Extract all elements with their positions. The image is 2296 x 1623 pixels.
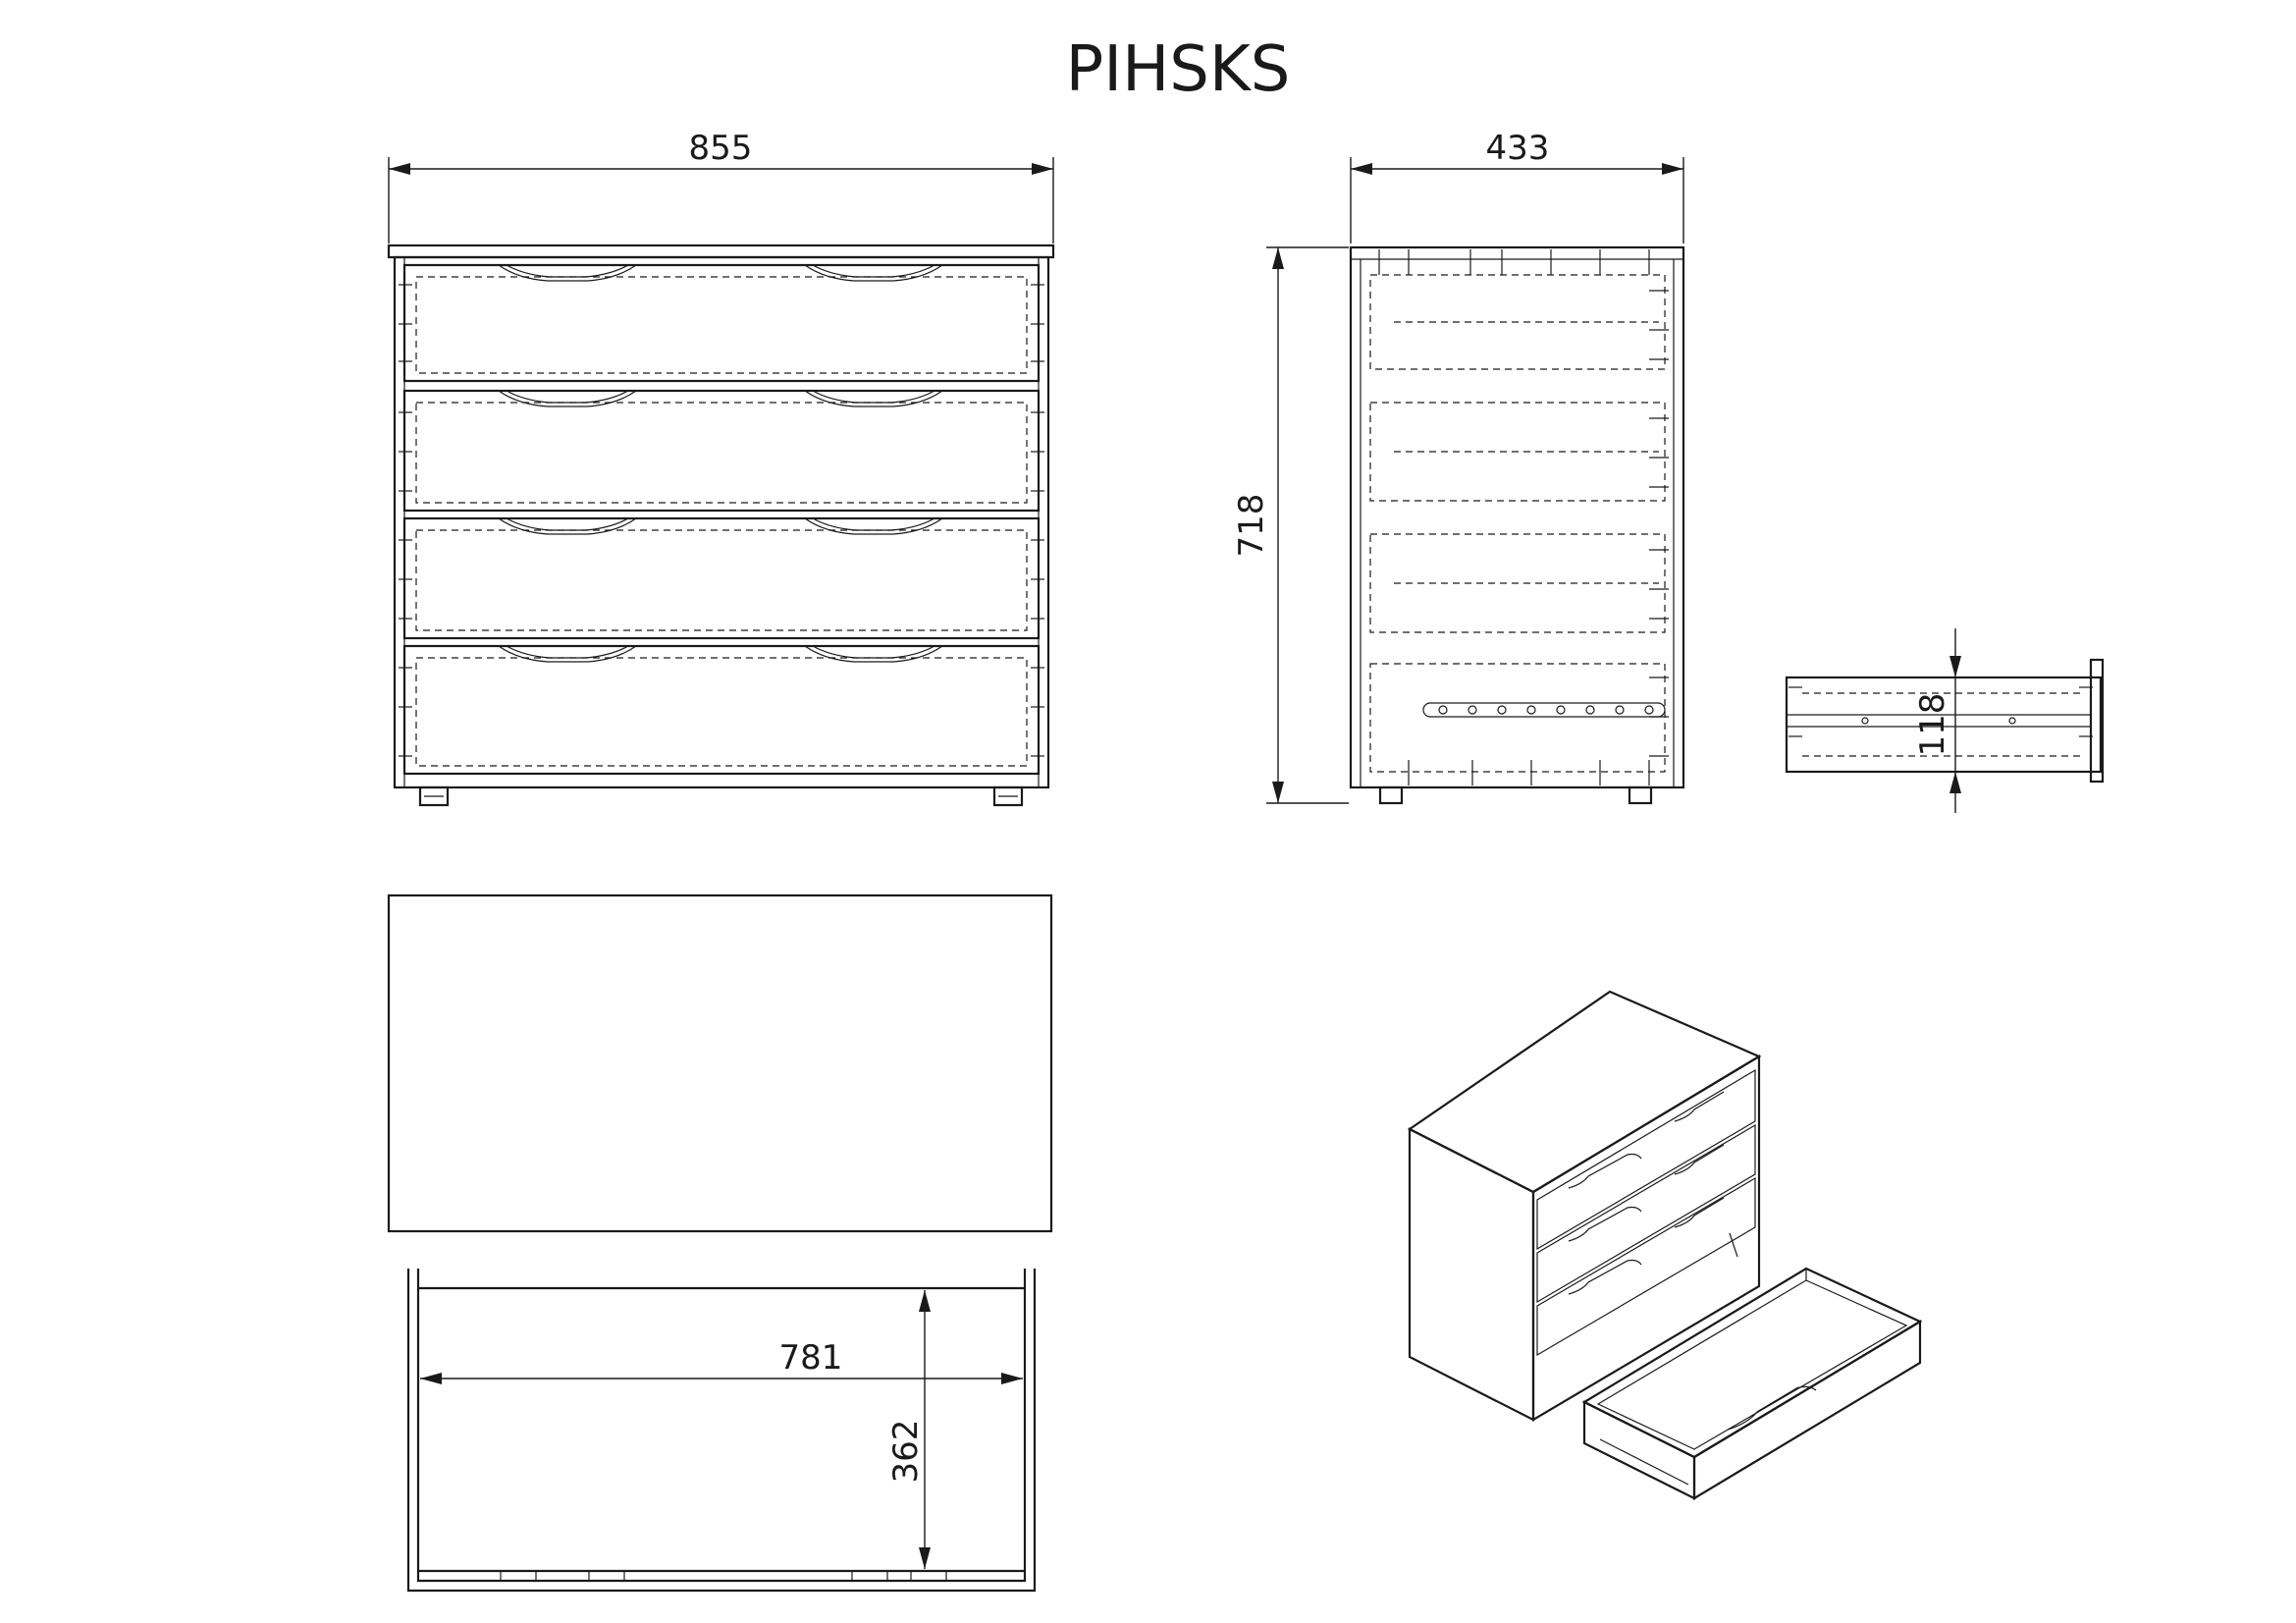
front-drawer-1 xyxy=(402,263,1041,383)
side-foot-right xyxy=(1628,785,1653,805)
drawing-title: PIHSKS xyxy=(1066,33,1291,106)
front-width-dimension: 855 xyxy=(388,129,1054,243)
height-label: 718 xyxy=(1232,494,1271,558)
side-hardware-strip xyxy=(1422,702,1666,718)
isometric-view xyxy=(1407,990,1923,1500)
drawer-inner-depth-label: 362 xyxy=(886,1420,926,1484)
front-drawer-4 xyxy=(402,644,1041,776)
front-drawer-3 xyxy=(402,516,1041,640)
front-view: 855 xyxy=(387,129,1055,807)
front-width-label: 855 xyxy=(689,129,753,168)
side-depth-label: 433 xyxy=(1486,129,1550,168)
drawer-top-view: 781 362 xyxy=(406,1269,1037,1593)
front-foot-left xyxy=(418,785,450,807)
side-depth-dimension: 433 xyxy=(1350,129,1684,243)
drawer-height-dimension: 118 xyxy=(1913,628,1961,813)
top-panel-view xyxy=(387,893,1053,1233)
drawer-height-label: 118 xyxy=(1913,693,1952,757)
drawer-inner-width-label: 781 xyxy=(779,1338,843,1378)
isometric-open-drawer xyxy=(1581,1267,1923,1500)
side-view: 433 718 xyxy=(1232,129,1685,805)
front-drawer-2 xyxy=(402,389,1041,513)
drawer-section-view: 118 xyxy=(1785,628,2105,813)
drawer-inner-width-dimension: 781 xyxy=(420,1338,1023,1384)
side-foot-left xyxy=(1378,785,1404,805)
height-dimension: 718 xyxy=(1232,246,1349,804)
front-foot-right xyxy=(992,785,1024,807)
drawer-inner-depth-dimension: 362 xyxy=(886,1290,931,1569)
